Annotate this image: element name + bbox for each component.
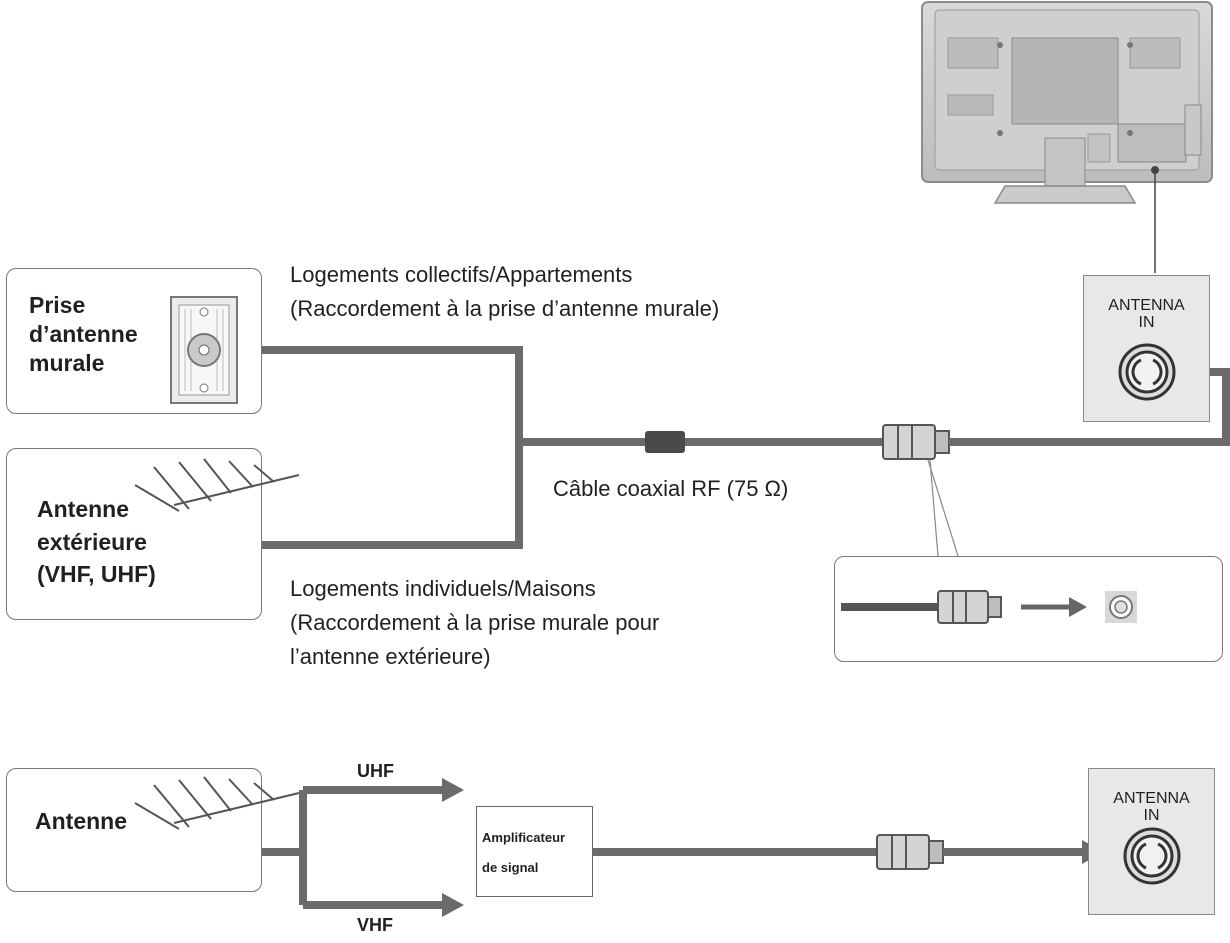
antenna-in-jack-2 bbox=[1123, 827, 1181, 885]
apartments-caption: Logements collectifs/Appartements (Racco… bbox=[290, 262, 720, 322]
antenna-in-port-panel-2: ANTENNA IN bbox=[1088, 768, 1215, 915]
uhf-arrow bbox=[442, 778, 464, 802]
wall-socket-box: Prise d’antenne murale bbox=[6, 268, 262, 414]
wall-socket-icon bbox=[170, 296, 238, 404]
antenna-icon bbox=[134, 776, 300, 830]
houses-caption: Logements individuels/Maisons (Raccordem… bbox=[290, 576, 660, 670]
antenna-icon bbox=[134, 458, 300, 512]
outdoor-antenna-label: Antenne extérieure (VHF, UHF) bbox=[37, 496, 156, 588]
coaxial-plug-2 bbox=[876, 834, 944, 870]
plug-detail-callout bbox=[834, 556, 1223, 662]
vhf-arrow bbox=[442, 893, 464, 917]
antenna-in-port-panel: ANTENNA IN bbox=[1083, 275, 1210, 422]
ferrite-core bbox=[645, 431, 685, 453]
plug-insertion-detail bbox=[841, 590, 1137, 624]
antenna-label: Antenne bbox=[35, 808, 127, 834]
cable-apartment bbox=[200, 346, 523, 442]
outdoor-antenna-box: Antenne extérieure (VHF, UHF) bbox=[6, 448, 300, 620]
antenna-box: Antenne bbox=[6, 768, 300, 892]
antenna-in-label-2: ANTENNA IN bbox=[1113, 790, 1190, 824]
signal-amplifier: Amplificateur de signal bbox=[476, 806, 593, 897]
tv-rear-view bbox=[921, 1, 1213, 273]
cable-caption: Câble coaxial RF (75 Ω) bbox=[553, 476, 789, 501]
antenna-in-jack bbox=[1118, 343, 1176, 401]
coaxial-plug bbox=[882, 424, 950, 460]
amplifier-label: Amplificateur de signal bbox=[482, 830, 566, 875]
wall-socket-label: Prise d’antenne murale bbox=[29, 292, 138, 376]
uhf-label: UHF bbox=[357, 761, 394, 781]
antenna-in-label: ANTENNA IN bbox=[1108, 297, 1185, 331]
vhf-label: VHF bbox=[357, 915, 393, 935]
